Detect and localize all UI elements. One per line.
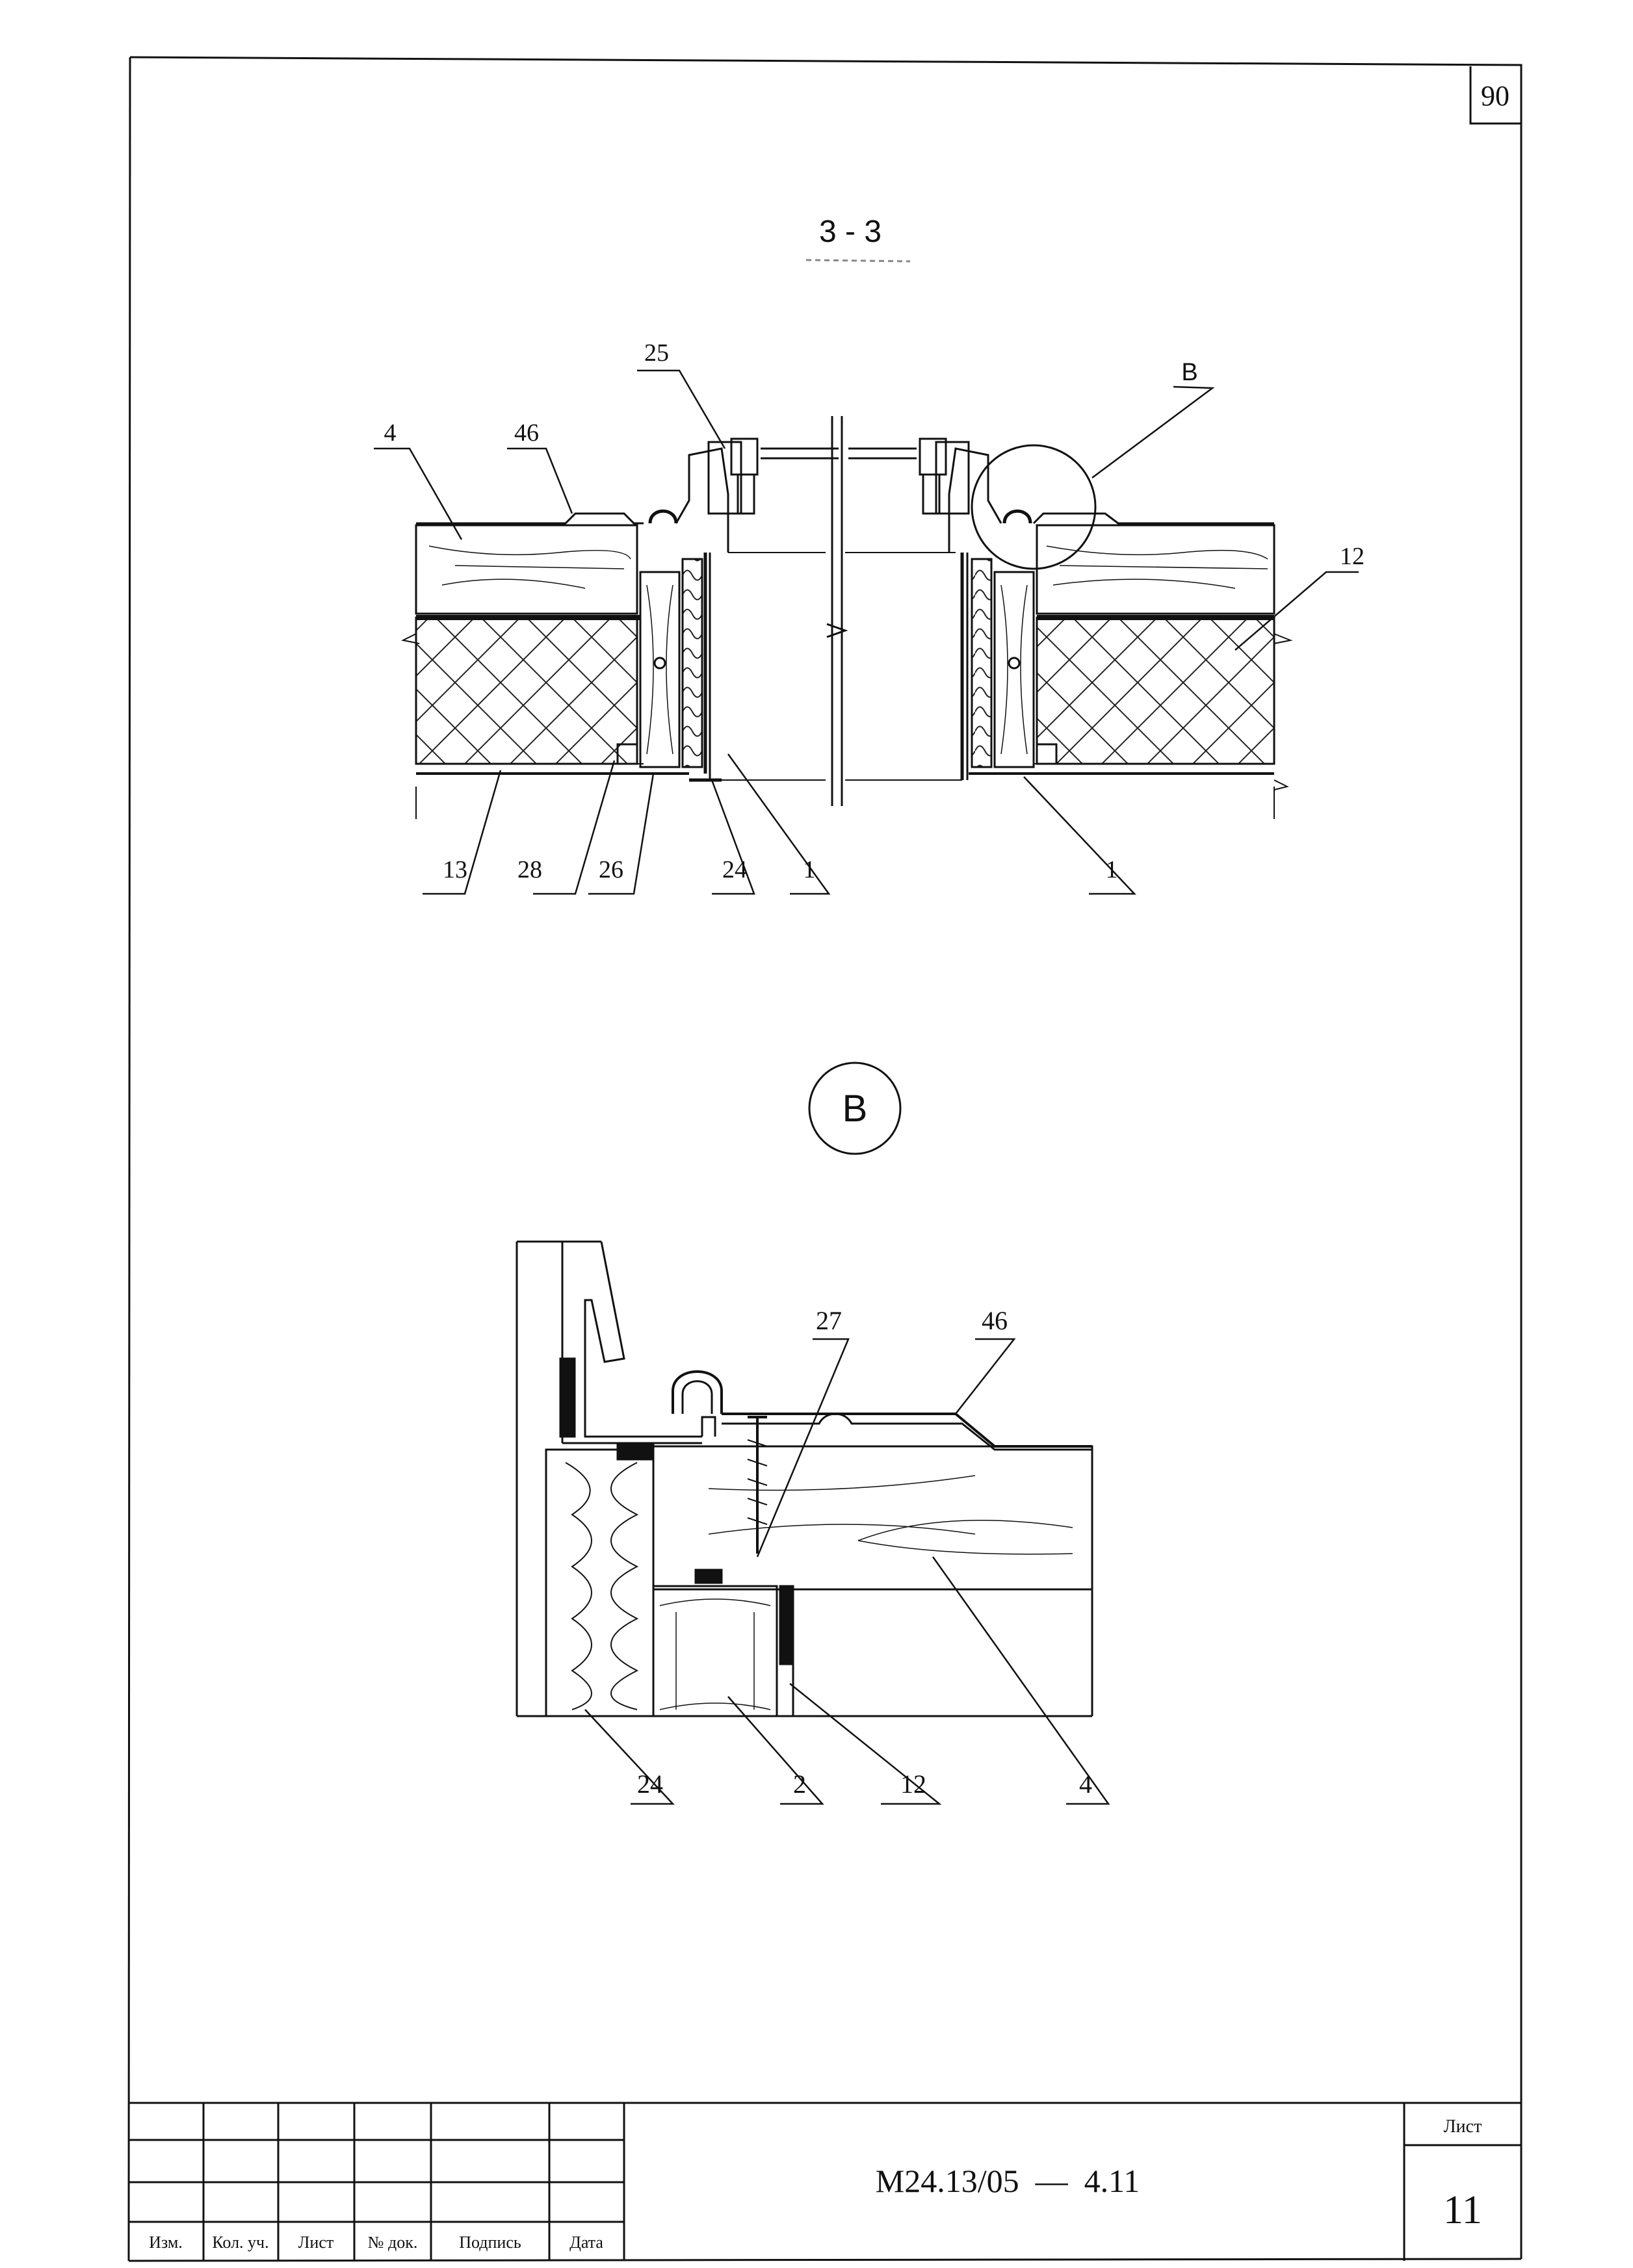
header-doc-no: № док. bbox=[368, 2233, 418, 2252]
title-block-headers: Изм. Кол. уч. Лист № док. Подпись Дата bbox=[149, 2233, 603, 2252]
callout-25: 25 bbox=[644, 339, 669, 367]
header-date: Дата bbox=[569, 2233, 603, 2252]
callout-26: 26 bbox=[599, 856, 623, 883]
detail-b-drawing bbox=[516, 1240, 1093, 1717]
section-3-3-drawing bbox=[400, 416, 1293, 819]
section-callouts: 25 В 4 46 12 13 28 26 24 1 1 bbox=[384, 339, 1365, 883]
detail-marker: В bbox=[808, 1062, 902, 1155]
detail-marker-letter: В bbox=[843, 1088, 868, 1130]
callout-12: 12 bbox=[1340, 543, 1365, 570]
section-leaders bbox=[374, 369, 1359, 895]
section-title-group: 3 - 3 bbox=[805, 215, 911, 263]
callout-1-left: 1 bbox=[803, 856, 816, 883]
document-code: М24.13/05 — 4.11 bbox=[876, 2163, 1140, 2199]
detail-leaders bbox=[584, 1338, 1110, 1805]
header-list: Лист bbox=[298, 2233, 333, 2252]
header-kol-uch: Кол. уч. bbox=[212, 2233, 268, 2252]
detail-callout-46: 46 bbox=[982, 1306, 1008, 1335]
detail-callout-4: 4 bbox=[1079, 1769, 1092, 1799]
callout-13: 13 bbox=[443, 856, 467, 883]
detail-callout-27: 27 bbox=[816, 1306, 842, 1335]
title-block bbox=[129, 2102, 1521, 2261]
callout-B: В bbox=[1181, 359, 1197, 386]
header-izm: Изм. bbox=[149, 2233, 183, 2252]
sheet-frame bbox=[127, 56, 1522, 2262]
detail-callout-24: 24 bbox=[637, 1769, 663, 1799]
header-signature: Подпись bbox=[459, 2233, 521, 2252]
archive-number: 90 bbox=[1481, 80, 1509, 112]
detail-callout-12: 12 bbox=[900, 1769, 926, 1799]
callout-24: 24 bbox=[722, 856, 747, 883]
section-title: 3 - 3 bbox=[819, 215, 882, 249]
callout-46: 46 bbox=[514, 419, 539, 447]
callout-4: 4 bbox=[384, 419, 397, 447]
detail-callout-2: 2 bbox=[793, 1769, 806, 1799]
archive-number-box: 90 bbox=[1469, 66, 1521, 125]
sheet-number: 11 bbox=[1443, 2188, 1482, 2232]
callout-28: 28 bbox=[517, 856, 542, 883]
callout-1-right: 1 bbox=[1106, 856, 1118, 883]
detail-callouts: 27 46 24 2 12 4 bbox=[637, 1306, 1092, 1799]
sheet-label: Лист bbox=[1444, 2117, 1482, 2137]
